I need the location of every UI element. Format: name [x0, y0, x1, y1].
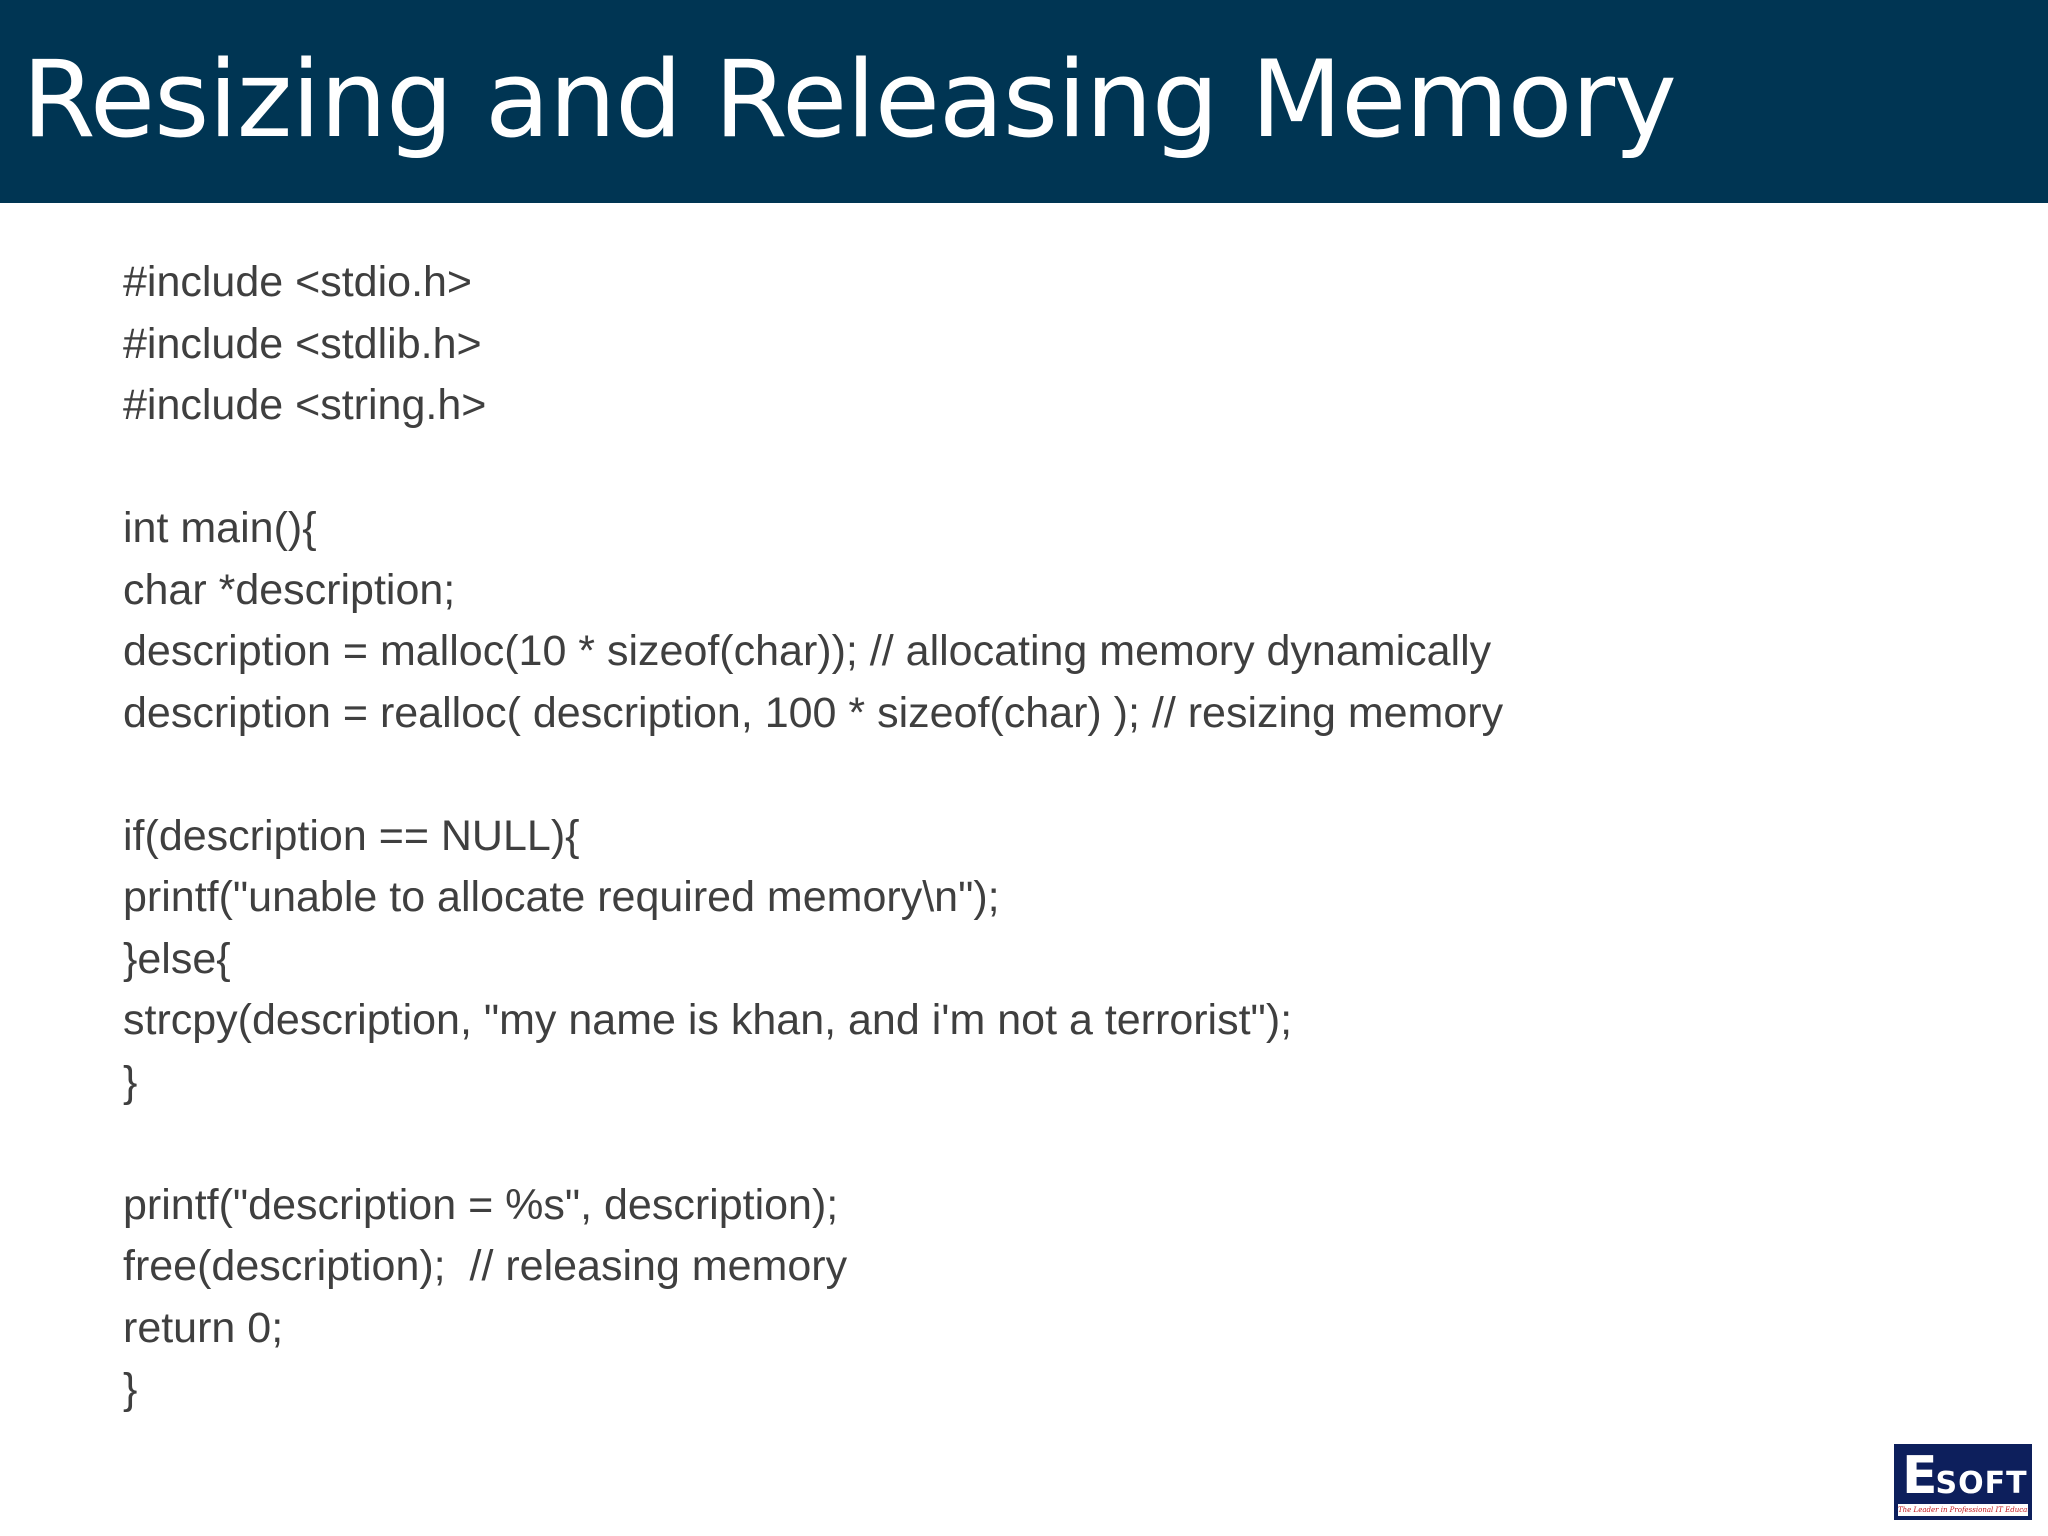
code-line: char *description;: [123, 565, 456, 614]
code-line: strcpy(description, "my name is khan, an…: [123, 996, 1293, 1044]
logo-letters-soft: SOFT: [1935, 1466, 2028, 1501]
code-line: #include <string.h>: [123, 381, 487, 429]
code-line: }: [123, 1365, 138, 1413]
code-line: printf("description = %s", description);: [123, 1180, 839, 1229]
code-line: #include <stdlib.h>: [123, 319, 482, 368]
title-bar: Resizing and Releasing Memory: [0, 0, 2048, 203]
code-line: [123, 437, 1503, 499]
code-line: free(description); // releasing memory: [123, 1242, 848, 1290]
code-line: [123, 744, 1503, 806]
logo-letter-e: E: [1902, 1446, 1938, 1506]
code-line: int main(){: [123, 504, 317, 552]
code-line: description = malloc(10 * sizeof(char));…: [123, 627, 1492, 675]
esoft-logo: ESOFT The Leader in Professional IT Educ…: [1894, 1444, 2032, 1520]
logo-wordmark: ESOFT: [1902, 1450, 2028, 1502]
code-line: }: [123, 1057, 138, 1106]
code-line: return 0;: [123, 1303, 284, 1352]
slide-title: Resizing and Releasing Memory: [22, 38, 1677, 161]
code-line: printf("unable to allocate required memo…: [123, 873, 1000, 921]
code-block: #include <stdio.h> #include <stdlib.h> #…: [123, 252, 1503, 1421]
code-line: if(description == NULL){: [123, 811, 580, 860]
code-line: #include <stdio.h>: [123, 258, 473, 306]
code-line: [123, 1113, 1503, 1175]
code-line: description = realloc( description, 100 …: [123, 688, 1504, 737]
logo-tagline: The Leader in Professional IT Education: [1898, 1504, 2028, 1516]
code-line: }else{: [123, 934, 231, 983]
